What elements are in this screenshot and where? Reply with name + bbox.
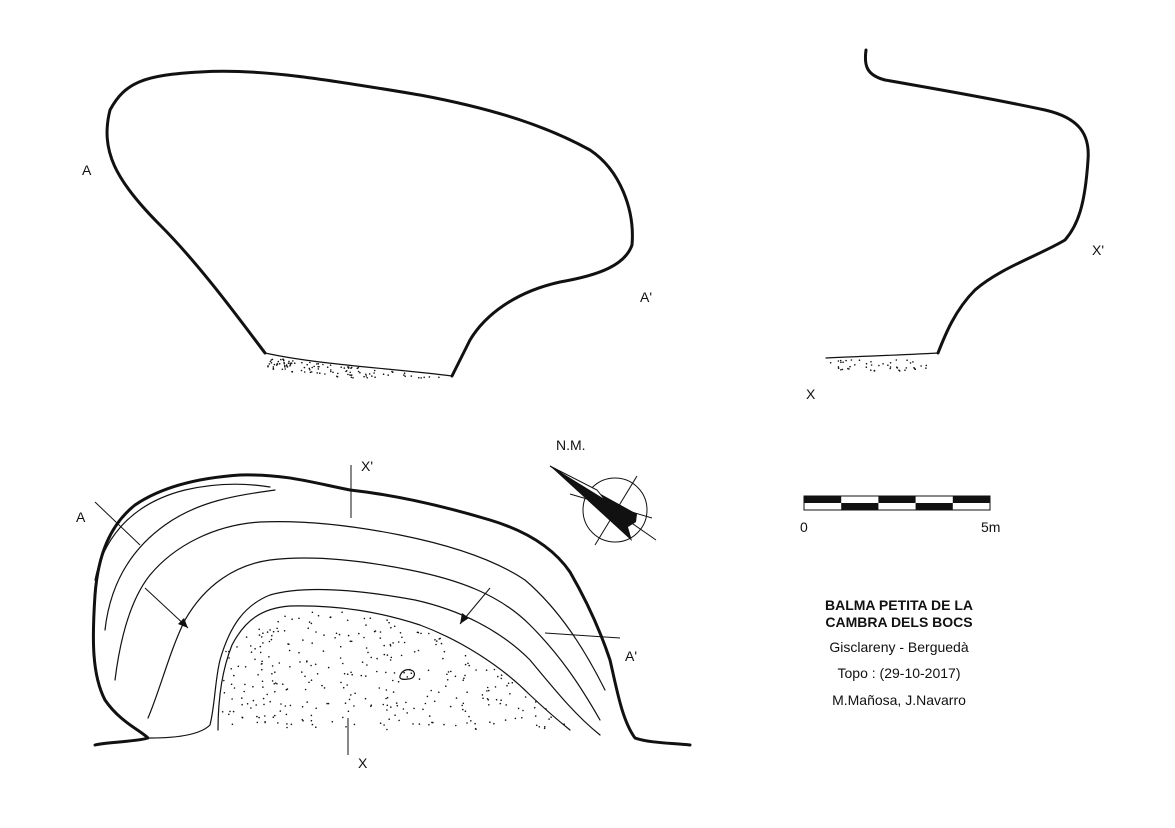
cave-location: Gisclareny - Berguedà [829, 639, 969, 655]
cave-title-line2: CAMBRA DELS BOCS [825, 614, 972, 630]
plan-boulder [399, 669, 415, 680]
section-x-profile: X' X [806, 48, 1104, 402]
plan-label-a-left: A [76, 509, 86, 525]
plan-contour-2 [104, 489, 276, 631]
section-a-label-right: A' [640, 289, 652, 305]
scale-bar-start-label: 0 [800, 519, 808, 535]
scale-bar-cell [841, 503, 879, 510]
scale-bar-cell [878, 496, 916, 503]
scale-bar-cells [804, 496, 990, 510]
section-a-profile: A A' [82, 69, 652, 379]
scale-bar-cell [804, 496, 842, 503]
section-x-label-top: X' [1092, 242, 1104, 258]
plan-contour-3 [114, 520, 606, 691]
plan-floor-stipple [221, 611, 565, 731]
scale-bar: 0 5m [800, 495, 1000, 535]
section-a-label-left: A [82, 162, 92, 178]
survey-authors: M.Mañosa, J.Navarro [832, 692, 966, 708]
plan-view: A A' X' X [76, 458, 692, 771]
plan-section-a-left-mark [94, 501, 141, 546]
plan-contour-4 [147, 557, 601, 721]
plan-contour-1 [94, 483, 271, 581]
section-x-floor-stipple [829, 359, 928, 372]
plan-label-a-right: A' [625, 648, 637, 664]
section-x-label-bottom: X [806, 386, 816, 402]
cave-title-line1: BALMA PETITA DE LA [825, 597, 973, 613]
plan-slope-arrow-right-head [460, 613, 469, 624]
scale-bar-cell [915, 503, 953, 510]
plan-slope-arrow-left-head [178, 618, 188, 628]
scale-bar-cell [952, 496, 990, 503]
north-arrow-label: N.M. [556, 437, 586, 453]
plan-label-x-top: X' [361, 458, 373, 474]
north-arrow-icon: N.M. [549, 437, 657, 546]
scale-bar-end-label: 5m [981, 519, 1000, 535]
plan-floor-edge [217, 605, 571, 731]
plan-label-x-bottom: X [358, 755, 368, 771]
plan-section-a-right-mark [544, 632, 621, 639]
plan-wall-outline [91, 473, 692, 747]
info-block: BALMA PETITA DE LA CAMBRA DELS BOCS Gisc… [825, 597, 973, 708]
plan-contour-5 [149, 588, 601, 739]
section-a-floor-stipple [267, 358, 440, 379]
survey-date: Topo : (29-10-2017) [838, 665, 961, 681]
